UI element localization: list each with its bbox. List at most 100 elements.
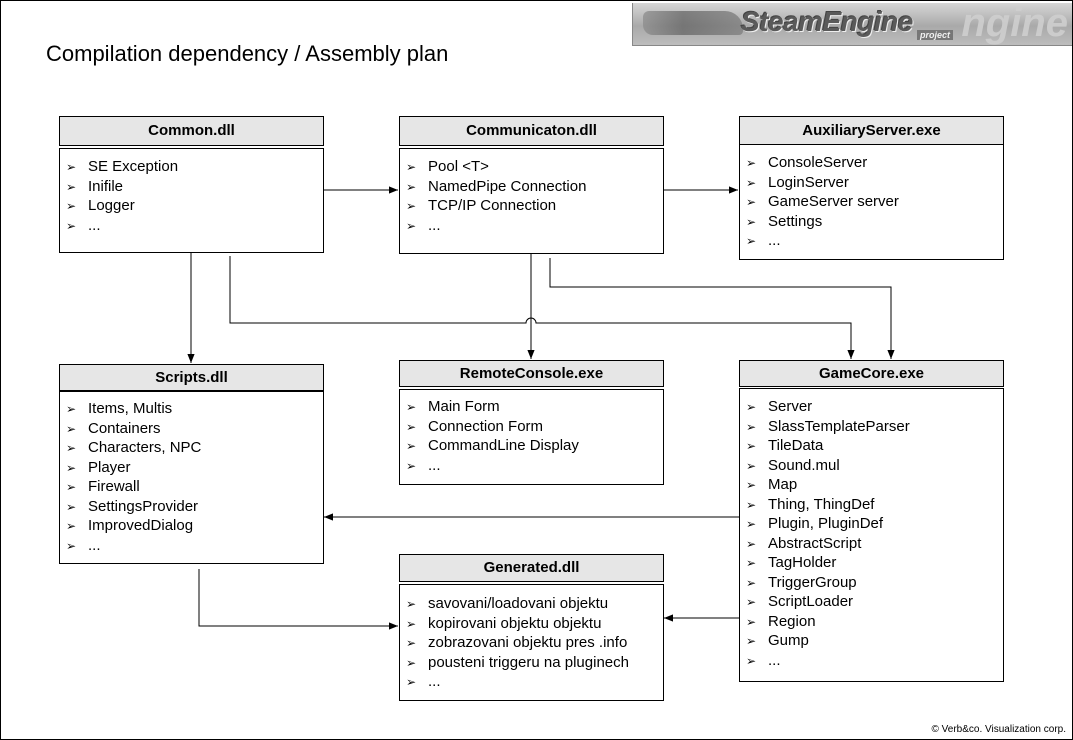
box-body: ➢ConsoleServer ➢LoginServer ➢GameServer …: [739, 144, 1004, 260]
box-title: Generated.dll: [399, 554, 664, 582]
list-item: ➢...: [406, 672, 657, 692]
list-item: ➢SlassTemplateParser: [746, 417, 997, 437]
arrow-bullet-icon: ➢: [66, 480, 77, 494]
list-item: ➢...: [406, 456, 657, 476]
arrow-bullet-icon: ➢: [406, 439, 417, 453]
arrow-communication-to-gamecore: [549, 258, 895, 359]
arrow-bullet-icon: ➢: [66, 421, 77, 436]
copyright-footer: © Verb&co. Visualization corp.: [931, 724, 1066, 735]
list-item: ➢Region: [746, 612, 997, 632]
arrow-bullet-icon: ➢: [406, 458, 417, 473]
arrow-bullet-icon: ➢: [746, 419, 757, 434]
list-item: ➢savovani/loadovani objektu: [406, 594, 657, 614]
list-item: ➢Server: [746, 397, 997, 417]
arrow-bullet-icon: ➢: [746, 517, 757, 531]
arrow-bullet-icon: ➢: [66, 519, 77, 533]
list-item: ➢Main Form: [406, 397, 657, 417]
arrow-bullet-icon: ➢: [746, 234, 757, 248]
arrow-bullet-icon: ➢: [66, 441, 77, 455]
arrow-bullet-icon: ➢: [746, 400, 757, 414]
arrow-bullet-icon: ➢: [746, 497, 757, 512]
list-item: ➢NamedPipe Connection: [406, 177, 657, 197]
list-item: ➢LoginServer: [746, 173, 997, 193]
list-item: ➢...: [746, 651, 997, 671]
box-title: AuxiliaryServer.exe: [739, 116, 1004, 146]
arrow-bullet-icon: ➢: [66, 179, 77, 194]
arrow-bullet-icon: ➢: [406, 218, 417, 233]
list-item: ➢ImprovedDialog: [66, 516, 317, 536]
arrow-bullet-icon: ➢: [406, 636, 417, 650]
arrow-bullet-icon: ➢: [746, 439, 757, 453]
arrow-bullet-icon: ➢: [746, 556, 757, 570]
arrow-bullet-icon: ➢: [406, 419, 417, 434]
arrow-bullet-icon: ➢: [746, 195, 757, 209]
arrow-bullet-icon: ➢: [746, 595, 757, 609]
list-item: ➢Containers: [66, 419, 317, 439]
list-item: ➢...: [406, 216, 657, 236]
arrow-bullet-icon: ➢: [406, 160, 417, 174]
arrow-bullet-icon: ➢: [406, 199, 417, 213]
arrow-bullet-icon: ➢: [406, 616, 417, 631]
list-item: ➢Map: [746, 475, 997, 495]
arrow-bullet-icon: ➢: [66, 160, 77, 174]
box-title: Common.dll: [59, 116, 324, 146]
box-body: ➢Main Form ➢Connection Form ➢CommandLine…: [399, 389, 664, 485]
page-title: Compilation dependency / Assembly plan: [46, 41, 449, 66]
list-item: ➢Gump: [746, 631, 997, 651]
box-title: RemoteConsole.exe: [399, 360, 664, 387]
logo-text: SteamEngine: [741, 6, 913, 37]
arrow-bullet-icon: ➢: [746, 458, 757, 473]
list-item: ➢Characters, NPC: [66, 438, 317, 458]
arrow-bullet-icon: ➢: [406, 675, 417, 689]
arrow-bullet-icon: ➢: [746, 156, 757, 170]
list-item: ➢AbstractScript: [746, 534, 997, 554]
list-item: ➢Player: [66, 458, 317, 478]
steamengine-logo: ngine SteamEngine project: [632, 1, 1072, 46]
box-body: ➢SE Exception ➢Inifile ➢Logger ➢...: [59, 148, 324, 253]
arrow-bullet-icon: ➢: [746, 575, 757, 590]
list-item: ➢Thing, ThingDef: [746, 495, 997, 515]
arrow-bullet-icon: ➢: [66, 538, 77, 553]
arrow-bullet-icon: ➢: [746, 536, 757, 551]
list-item: ➢CommandLine Display: [406, 436, 657, 456]
list-item: ➢kopirovani objektu objektu: [406, 614, 657, 634]
list-item: ➢Plugin, PluginDef: [746, 514, 997, 534]
list-item: ➢TriggerGroup: [746, 573, 997, 593]
arrow-bullet-icon: ➢: [746, 478, 757, 492]
arrow-bullet-icon: ➢: [406, 400, 417, 414]
arrow-bullet-icon: ➢: [66, 499, 77, 514]
list-item: ➢...: [66, 536, 317, 556]
list-item: ➢...: [746, 231, 997, 251]
arrow-bullet-icon: ➢: [406, 179, 417, 194]
list-item: ➢Sound.mul: [746, 456, 997, 476]
arrow-bullet-icon: ➢: [66, 218, 77, 233]
logo-watermark: ngine: [961, 1, 1068, 45]
list-item: ➢Inifile: [66, 177, 317, 197]
arrow-bullet-icon: ➢: [66, 460, 77, 475]
list-item: ➢ConsoleServer: [746, 153, 997, 173]
arrow-common-to-gamecore: [229, 256, 855, 359]
list-item: ➢TCP/IP Connection: [406, 196, 657, 216]
box-body: ➢Items, Multis ➢Containers ➢Characters, …: [59, 391, 324, 564]
list-item: ➢SettingsProvider: [66, 497, 317, 517]
list-item: ➢Settings: [746, 212, 997, 232]
arrow-bullet-icon: ➢: [406, 655, 417, 670]
list-item: ➢Connection Form: [406, 417, 657, 437]
box-title: Scripts.dll: [59, 364, 324, 391]
arrow-bullet-icon: ➢: [746, 653, 757, 668]
list-item: ➢ScriptLoader: [746, 592, 997, 612]
box-title: GameCore.exe: [739, 360, 1004, 387]
arrow-bullet-icon: ➢: [746, 634, 757, 648]
list-item: ➢Items, Multis: [66, 399, 317, 419]
list-item: ➢zobrazovani objektu pres .info: [406, 633, 657, 653]
box-body: ➢Pool <T> ➢NamedPipe Connection ➢TCP/IP …: [399, 148, 664, 254]
box-body: ➢savovani/loadovani objektu ➢kopirovani …: [399, 584, 664, 701]
arrow-bullet-icon: ➢: [66, 402, 77, 416]
arrow-bullet-icon: ➢: [406, 597, 417, 611]
list-item: ➢TagHolder: [746, 553, 997, 573]
box-title: Communicaton.dll: [399, 116, 664, 146]
list-item: ➢pousteni triggeru na pluginech: [406, 653, 657, 673]
list-item: ➢...: [66, 216, 317, 236]
list-item: ➢SE Exception: [66, 157, 317, 177]
